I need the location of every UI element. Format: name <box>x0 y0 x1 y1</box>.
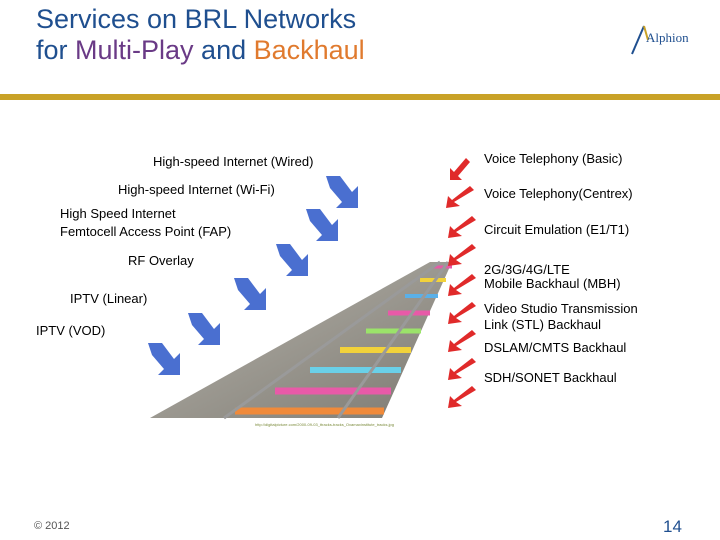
service-label: Circuit Emulation (E1/T1) <box>484 222 630 237</box>
title-prefix: for <box>36 35 76 65</box>
alphion-logo-icon <box>631 25 649 55</box>
image-credit: http://digitalpicture.com/2000-09-03_ttr… <box>255 422 394 427</box>
service-label: 2G/3G/4G/LTE <box>484 262 570 277</box>
title-mid: and <box>193 35 254 65</box>
service-label: IPTV (Linear) <box>70 291 148 306</box>
service-label: Voice Telephony (Basic) <box>484 151 623 166</box>
page-number: 14 <box>663 517 682 536</box>
service-label: Mobile Backhaul (MBH) <box>484 276 621 291</box>
service-label: High-speed Internet (Wired) <box>153 154 314 169</box>
copyright: © 2012 <box>34 520 70 532</box>
arrows-right <box>446 158 476 408</box>
service-label: High-speed Internet (Wi-Fi) <box>118 182 275 197</box>
service-label: IPTV (VOD) <box>36 323 106 338</box>
gold-divider <box>0 94 720 100</box>
service-label: Link (STL) Backhaul <box>484 317 602 332</box>
service-label: Voice Telephony(Centrex) <box>484 186 633 201</box>
service-label: SDH/SONET Backhaul <box>484 370 617 385</box>
title-accent-multiplay: Multi-Play <box>75 35 194 65</box>
service-label: Video Studio Transmission <box>484 301 638 316</box>
service-label: Femtocell Access Point (FAP) <box>60 224 232 239</box>
service-label: DSLAM/CMTS Backhaul <box>484 340 627 355</box>
gravel-bed <box>150 262 452 418</box>
service-label: RF Overlay <box>128 253 194 268</box>
slide-title: Services on BRL Networks for Multi-Play … <box>36 4 365 66</box>
title-accent-backhaul: Backhaul <box>253 35 365 65</box>
arrows-left <box>148 176 358 375</box>
service-label: High Speed Internet <box>60 206 176 221</box>
title-line-1: Services on BRL Networks <box>36 4 357 34</box>
logo-text: Alphion <box>646 30 689 45</box>
title-line-2: for Multi-Play and Backhaul <box>36 35 365 66</box>
sleepers <box>235 265 452 415</box>
rails <box>223 260 450 420</box>
